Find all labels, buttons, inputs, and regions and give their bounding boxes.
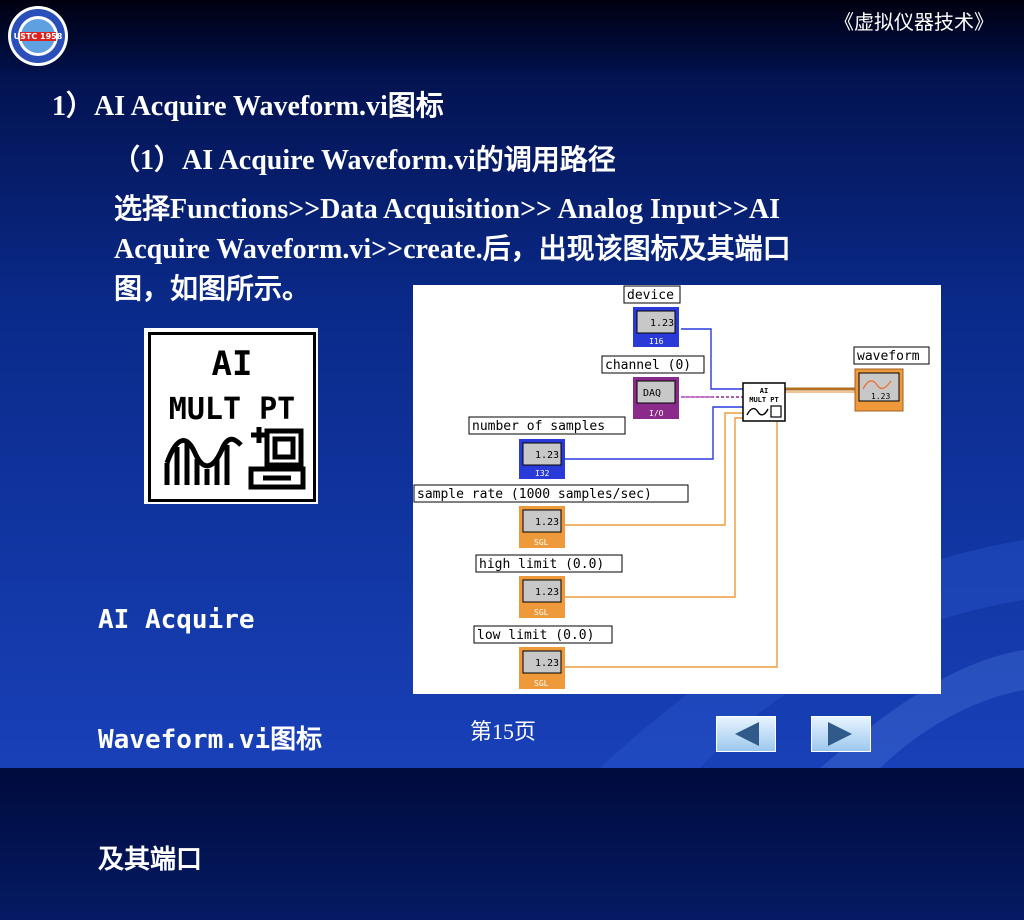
caption-line: AI Acquire: [98, 605, 255, 635]
channel-control: channel (0) DAQ I/O: [601, 355, 705, 419]
subvi-line-1: AI: [760, 387, 768, 395]
block-diagram: device 1.23 I16 channel (0) DAQ I/O numb…: [413, 285, 941, 694]
subvi-line-2: MULT PT: [749, 396, 779, 404]
control-value: 1.23: [535, 587, 559, 598]
device-control: device 1.23 I16: [623, 285, 681, 347]
control-value: DAQ: [643, 388, 661, 399]
triangle-left-icon: [735, 722, 759, 746]
control-type: I16: [649, 337, 664, 346]
control-type: SGL: [534, 679, 549, 688]
vi-icon-graphic: AI MULT PT: [164, 344, 306, 490]
control-type: SGL: [534, 538, 549, 547]
control-value: 1.23: [650, 318, 674, 329]
caption-line: 及其端口: [98, 845, 203, 875]
control-type: I32: [535, 469, 550, 478]
caption-line: Waveform.vi图标: [98, 725, 323, 755]
sample-rate-control: sample rate (1000 samples/sec) 1.23 SGL: [413, 484, 689, 548]
previous-slide-button[interactable]: [716, 716, 776, 752]
path-paragraph: 选择Functions>>Data Acquisition>> Analog I…: [114, 190, 954, 310]
paragraph-line: Acquire Waveform.vi>>create.后，出现该图标及其端口: [114, 234, 791, 265]
control-label: number of samples: [472, 419, 605, 434]
top-band: [0, 0, 1024, 72]
waveform-indicator: waveform 1.23: [853, 346, 930, 412]
wires: [565, 328, 855, 668]
control-type: SGL: [534, 608, 549, 617]
control-label: device: [627, 288, 674, 303]
control-label: high limit (0.0): [479, 557, 604, 572]
heading-1: 1）AI Acquire Waveform.vi图标: [52, 91, 444, 122]
control-label: channel (0): [605, 358, 691, 373]
daq-board-icon: [248, 428, 306, 490]
course-title: 《虚拟仪器技术》: [834, 10, 994, 34]
paragraph-line: 图，如图所示。: [114, 274, 311, 305]
vi-icon-large: AI MULT PT: [144, 328, 318, 504]
heading-2: （1）AI Acquire Waveform.vi的调用路径: [112, 145, 616, 176]
triangle-right-icon: [828, 722, 852, 746]
indicator-value: 1.23: [871, 392, 890, 401]
samples-control: number of samples 1.23 I32: [468, 416, 626, 479]
control-value: 1.23: [535, 517, 559, 528]
control-label: sample rate (1000 samples/sec): [417, 487, 652, 502]
control-value: 1.23: [535, 450, 559, 461]
university-logo: USTC 1958: [8, 6, 68, 66]
plus-icon: [251, 427, 267, 443]
vi-icon-line-1: AI: [212, 344, 253, 384]
next-slide-button[interactable]: [811, 716, 871, 752]
waveform-icon: [164, 436, 243, 485]
indicator-label: waveform: [857, 349, 920, 364]
paragraph-line: 选择Functions>>Data Acquisition>> Analog I…: [114, 194, 780, 225]
vi-icon-line-2: MULT PT: [169, 392, 295, 427]
control-type: I/O: [649, 409, 664, 418]
control-label: low limit (0.0): [477, 628, 594, 643]
page-number: 第15页: [470, 719, 537, 744]
high-limit-control: high limit (0.0) 1.23 SGL: [475, 554, 623, 618]
logo-text: USTC 1958: [14, 32, 63, 41]
ai-mult-pt-subvi: AI MULT PT: [742, 382, 786, 422]
low-limit-control: low limit (0.0) 1.23 SGL: [473, 625, 613, 689]
icon-caption: AI Acquire Waveform.vi图标 及其端口: [98, 520, 322, 920]
control-value: 1.23: [535, 658, 559, 669]
